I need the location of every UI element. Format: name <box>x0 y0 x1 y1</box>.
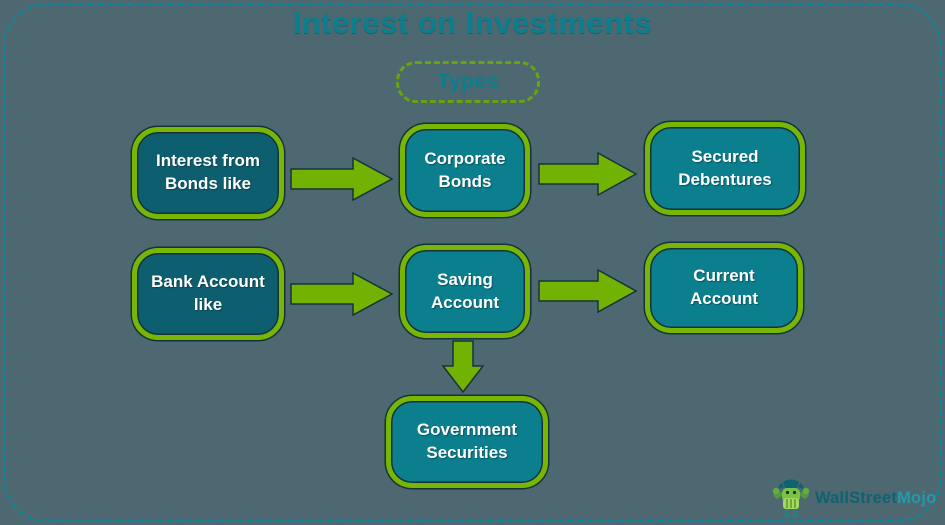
node-label: Corporate Bonds <box>424 148 506 191</box>
node-label: Current Account <box>690 266 758 308</box>
arrow-right-icon <box>290 271 394 317</box>
types-badge: Types <box>396 61 540 103</box>
arrow-right-icon <box>290 156 394 202</box>
arrow-right-icon <box>538 151 638 197</box>
node-label: Secured Debentures <box>678 146 772 189</box>
node-label: Government Securities <box>416 420 518 462</box>
node-label: Saving Account <box>431 269 499 312</box>
wallstreetmojo-mascot-icon <box>772 479 810 518</box>
page-title: Interest on Investments <box>292 5 653 40</box>
node-saving-account: Saving Account <box>400 245 530 338</box>
wallstreetmojo-logo: WallStreetMojo <box>770 476 936 520</box>
node-label: Bank Account like <box>151 272 265 314</box>
node-corporate-bonds: Corporate Bonds <box>400 124 530 217</box>
node-interest-from-bonds: Interest from Bonds like <box>132 127 284 219</box>
node-secured-debentures: Secured Debentures <box>645 122 805 215</box>
node-bank-account: Bank Account like <box>132 248 284 340</box>
arrow-down-icon <box>441 340 485 394</box>
types-badge-label: Types <box>437 70 499 93</box>
logo-text-accent: Mojo <box>897 488 937 507</box>
node-label: Interest from Bonds like <box>156 151 260 193</box>
wallstreetmojo-wordmark: WallStreetMojo <box>815 489 936 508</box>
node-government-securities: Government Securities <box>386 396 548 488</box>
logo-text-primary: WallStreet <box>815 488 898 507</box>
arrow-right-icon <box>538 268 638 314</box>
node-current-account: Current Account <box>645 243 803 333</box>
